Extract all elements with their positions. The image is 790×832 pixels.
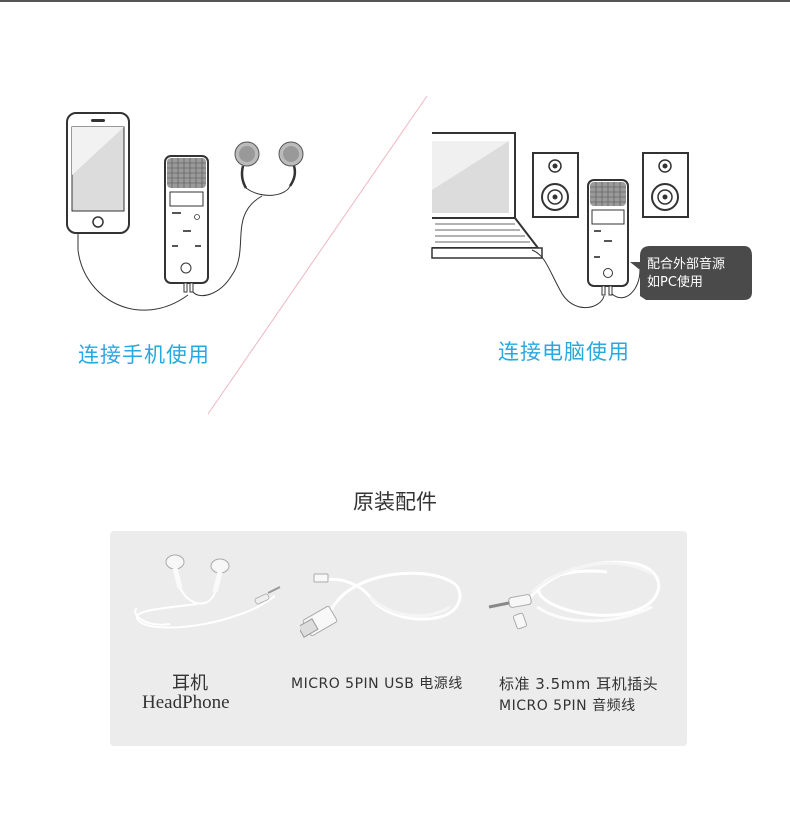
speaker-icon-right (642, 152, 689, 218)
usb-cable-label: MICRO 5PIN USB 电源线 (291, 676, 463, 692)
speaker-icon-left (532, 152, 579, 218)
accessories-title: 原装配件 (353, 490, 437, 514)
info-bubble: 配合外部音源 如PC使用 (630, 246, 752, 300)
top-rule (0, 0, 790, 2)
earphones-accessory-icon (134, 554, 281, 629)
laptop-icon (431, 132, 543, 259)
usage-illustration: 配合外部音源 如PC使用 (66, 95, 752, 415)
phone-cable (77, 233, 189, 311)
recorder-icon (164, 155, 209, 284)
speaker-cable (611, 269, 641, 299)
audio-cable-label-line1: 标准 3.5mm 耳机插头 (499, 675, 659, 693)
audio-cable-label-line2: MICRO 5PIN 音频线 (499, 698, 636, 714)
recorder-pc-plugs (601, 285, 613, 296)
divider-line (207, 95, 428, 415)
bubble-line1: 配合外部音源 (647, 256, 725, 272)
recorder-plugs (183, 282, 194, 293)
recorder-icon-pc (587, 179, 629, 287)
smartphone-icon (66, 112, 130, 234)
phone-usage-caption: 连接手机使用 (78, 343, 210, 367)
laptop-cable (531, 249, 605, 308)
earphone-label-en: HeadPhone (142, 692, 230, 713)
usb-cable-icon (300, 571, 462, 638)
earphones-icon (192, 141, 304, 297)
bubble-line2: 如PC使用 (647, 274, 703, 290)
audio-cable-icon (488, 560, 661, 630)
pc-usage-caption: 连接电脑使用 (498, 340, 630, 364)
earphone-label-cn: 耳机 (172, 673, 208, 694)
accessories-panel (110, 531, 687, 746)
